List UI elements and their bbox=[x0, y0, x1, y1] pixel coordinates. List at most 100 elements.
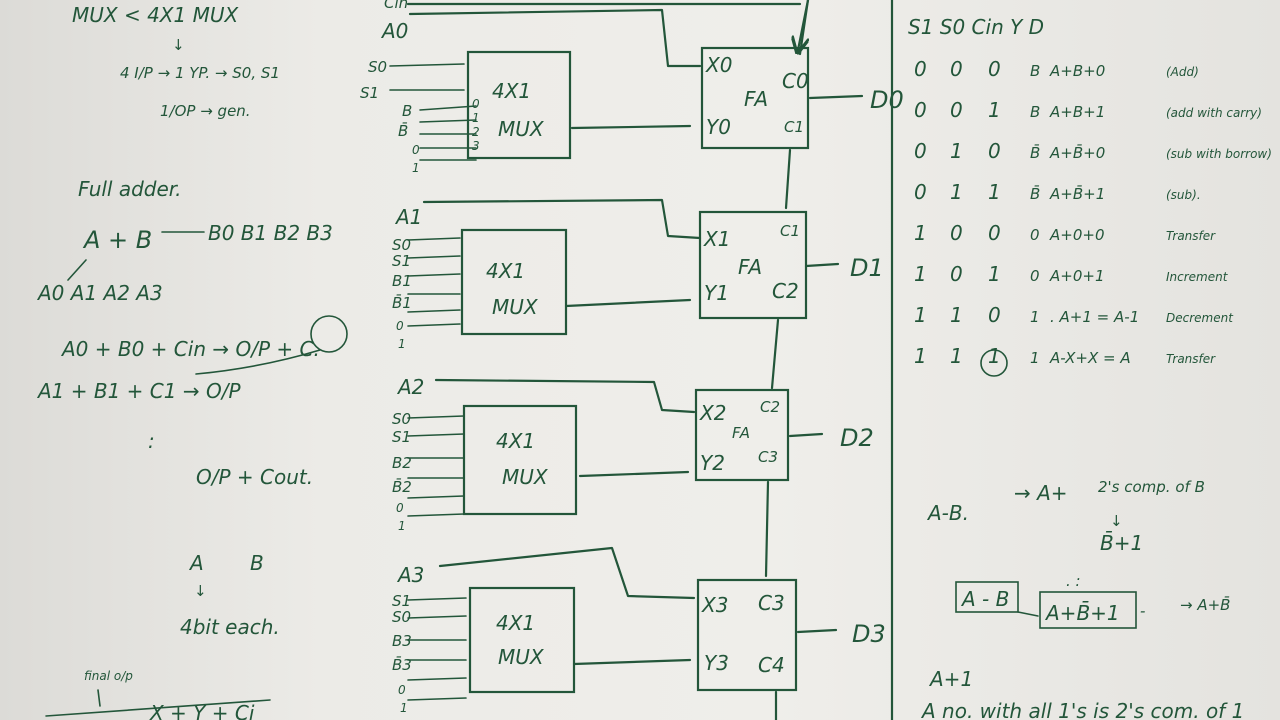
mux3-box bbox=[468, 586, 576, 694]
stage-2: A2 S0 S1 B2 B̄2 0 1 4X1 MUX X2 Y2 FA C2 … bbox=[392, 375, 874, 578]
final-op-arrow bbox=[97, 689, 101, 707]
full-adder-heading: Full adder. bbox=[78, 177, 182, 201]
fa0-box bbox=[700, 46, 810, 150]
ellipsis-dots: : bbox=[148, 429, 155, 453]
one-label: 1 bbox=[412, 161, 420, 175]
mux-op-note: 1/OP → gen. bbox=[160, 102, 251, 120]
table-cell-desc: (sub with borrow) bbox=[1166, 147, 1272, 161]
fa0-label: FA bbox=[744, 87, 768, 111]
mux2-box bbox=[462, 404, 578, 516]
carry-2-wire bbox=[770, 318, 780, 390]
fa2-cin: C2 bbox=[760, 398, 780, 416]
table-cell-cin: 1 bbox=[988, 180, 1001, 204]
table-cell-s1: 0 bbox=[914, 98, 927, 122]
s1-3-label: S1 bbox=[392, 592, 411, 610]
s0-label: S0 bbox=[368, 58, 387, 76]
table-cell-cin: 0 bbox=[988, 139, 1001, 163]
table-cell-desc: Transfer bbox=[1166, 229, 1216, 243]
dots-above: . : bbox=[1066, 572, 1081, 590]
table-cell-cin: 1 bbox=[988, 98, 1001, 122]
a1-wire bbox=[422, 198, 702, 240]
table-cell-desc: Transfer bbox=[1166, 352, 1216, 366]
mux1-box bbox=[460, 228, 568, 336]
table-cell-s1: 1 bbox=[914, 221, 927, 245]
s0-1-label: S0 bbox=[392, 236, 411, 254]
bottom-eq: X + Y + Ci bbox=[149, 701, 255, 720]
table-cell-desc: Decrement bbox=[1166, 311, 1234, 325]
zero-2-label: 0 bbox=[396, 501, 404, 515]
s0-3-label: S0 bbox=[392, 608, 411, 626]
table-cell-s0: 1 bbox=[950, 180, 963, 204]
table-header: S1 S0 Cin Y D bbox=[908, 15, 1044, 39]
mux-io-note: 4 I/P → 1 YP. → S0, S1 bbox=[120, 64, 280, 82]
right-notes: A-B. → A+ 2's comp. of B ↓ B̄+1 A - B . … bbox=[920, 478, 1244, 720]
mux3-output-wire bbox=[572, 658, 692, 666]
table-cell-s0: 0 bbox=[950, 262, 963, 286]
fa3-cout: C4 bbox=[758, 653, 785, 677]
box-a-plus-bbar-text: A+B̄+1 bbox=[1044, 600, 1120, 625]
table-cell-s0: 0 bbox=[950, 98, 963, 122]
d3-wire bbox=[796, 628, 838, 634]
fa2-label: FA bbox=[732, 424, 750, 442]
d1-wire bbox=[804, 262, 840, 268]
a-plus-b: A + B bbox=[82, 226, 152, 254]
stage-1: A1 S0 S1 B1 B̄1 0 1 4X1 MUX X1 Y1 FA C1 … bbox=[392, 198, 884, 390]
all-ones-note: A no. with all 1's is 2's com. of 1 bbox=[920, 699, 1244, 720]
fa0-y: Y0 bbox=[706, 115, 731, 139]
mux1-label-1: 4X1 bbox=[486, 259, 525, 283]
mux0-input-wires bbox=[389, 63, 477, 161]
zero-3-label: 0 bbox=[398, 683, 406, 697]
bottom-line bbox=[45, 699, 271, 717]
fa0-cout: C1 bbox=[784, 118, 804, 136]
one-3-label: 1 bbox=[400, 701, 408, 715]
fa1-cin: C1 bbox=[780, 222, 800, 240]
box-a-plus-bbar bbox=[1039, 591, 1137, 629]
zero-1-label: 0 bbox=[396, 319, 404, 333]
b-bar-plus-1: B̄+1 bbox=[1100, 530, 1143, 555]
stage-3: A3 S1 S0 B3 B̄3 0 1 4X1 MUX X3 Y3 C3 C4 bbox=[392, 546, 886, 720]
a0-wire bbox=[408, 8, 702, 68]
fa3-y: Y3 bbox=[704, 651, 729, 675]
fa2-box bbox=[694, 388, 790, 482]
table-cell-desc: (Add) bbox=[1166, 65, 1199, 79]
mux3-label-1: 4X1 bbox=[496, 611, 535, 635]
table-cell-d: A+B+1 bbox=[1049, 103, 1105, 121]
table-cell-y: 1 bbox=[1030, 308, 1040, 326]
mux1-label-2: MUX bbox=[492, 295, 539, 319]
table-cell-cin: 0 bbox=[988, 303, 1001, 327]
table-cell-s0: 0 bbox=[950, 57, 963, 81]
twos-comp-note: 2's comp. of B bbox=[1098, 478, 1205, 496]
b-label: B bbox=[402, 102, 412, 120]
fa3-cin: C3 bbox=[758, 591, 785, 615]
a0-label: A0 bbox=[380, 19, 408, 43]
table-cell-s1: 0 bbox=[914, 57, 927, 81]
s0-2-label: S0 bbox=[392, 410, 411, 428]
circuit-diagram: Cin A0 S0 S1 B B̄ 0 1 0 1 2 3 4X1 bbox=[360, 0, 904, 720]
down-arrow-glyph-2: ↓ bbox=[194, 582, 207, 600]
b1-bar-label: B̄1 bbox=[392, 293, 412, 312]
final-op-note: final o/p bbox=[84, 669, 133, 683]
box-connector bbox=[1017, 611, 1039, 617]
table-cell-cin: 0 bbox=[988, 57, 1001, 81]
table-cell-y: B̄ bbox=[1030, 184, 1040, 203]
table-cell-d: . A+1 = A-1 bbox=[1050, 308, 1139, 326]
left-notes: MUX < 4X1 MUX ↓ 4 I/P → 1 YP. → S0, S1 1… bbox=[36, 3, 348, 720]
carry-circle bbox=[310, 315, 348, 353]
mux2-input-wires bbox=[407, 415, 465, 517]
mux2-label-2: MUX bbox=[502, 465, 549, 489]
mux1-input-wires bbox=[407, 237, 461, 327]
box-a-minus-b-text: A - B bbox=[960, 587, 1009, 611]
fa1-x: X1 bbox=[703, 227, 730, 251]
mux0-pin-0: 0 bbox=[472, 97, 480, 111]
fa2-y: Y2 bbox=[700, 451, 725, 475]
mux0-pin-1: 1 bbox=[472, 111, 480, 125]
fa1-cout: C2 bbox=[772, 279, 799, 303]
mux3-label-2: MUX bbox=[498, 645, 545, 669]
